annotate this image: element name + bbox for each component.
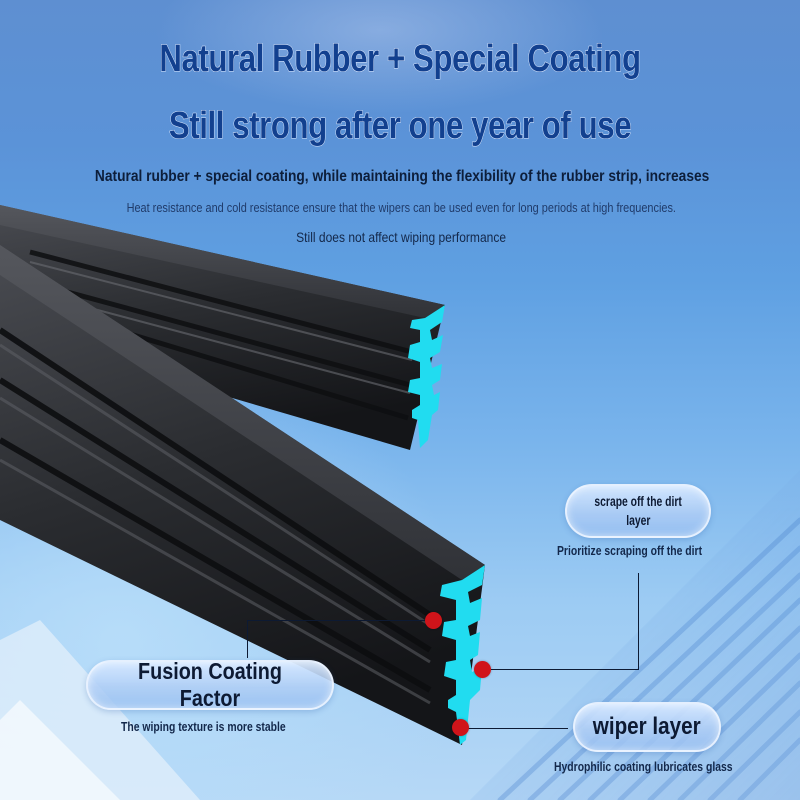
cross-section-lower <box>440 565 485 745</box>
marker-dot-fusion <box>425 612 442 629</box>
callout-scrape-label: scrape off the dirt layer <box>565 484 711 538</box>
leader-line-scrape-v <box>638 573 639 670</box>
marker-dot-wiper <box>452 719 469 736</box>
headline-primary: Natural Rubber + Special Coating <box>159 38 641 81</box>
callout-wiper-caption: Hydrophilic coating lubricates glass <box>554 759 733 774</box>
description-line-1: Natural rubber + special coating, while … <box>94 168 710 185</box>
marker-dot-scrape <box>474 661 491 678</box>
leader-line-fusion-v <box>247 620 248 658</box>
callout-fusion-label: Fusion Coating Factor <box>86 658 334 711</box>
leader-line-wiper-h <box>462 728 568 729</box>
description-line-3: Still does not affect wiping performance <box>296 229 507 245</box>
headline-secondary: Still strong after one year of use <box>168 105 632 148</box>
callout-fusion-caption: The wiping texture is more stable <box>121 719 286 734</box>
wiper-strip-upper <box>0 205 445 450</box>
callout-wiper-label: wiper layer <box>573 702 721 752</box>
callout-scrape-caption: Prioritize scraping off the dirt <box>557 543 703 558</box>
callout-scrape-line2: layer <box>625 512 651 528</box>
leader-line-scrape-h <box>482 669 639 670</box>
description-line-2: Heat resistance and cold resistance ensu… <box>126 200 676 215</box>
cross-section-upper <box>408 305 445 448</box>
callout-scrape-line1: scrape off the dirt <box>594 493 682 509</box>
leader-line-fusion-h <box>247 620 433 621</box>
